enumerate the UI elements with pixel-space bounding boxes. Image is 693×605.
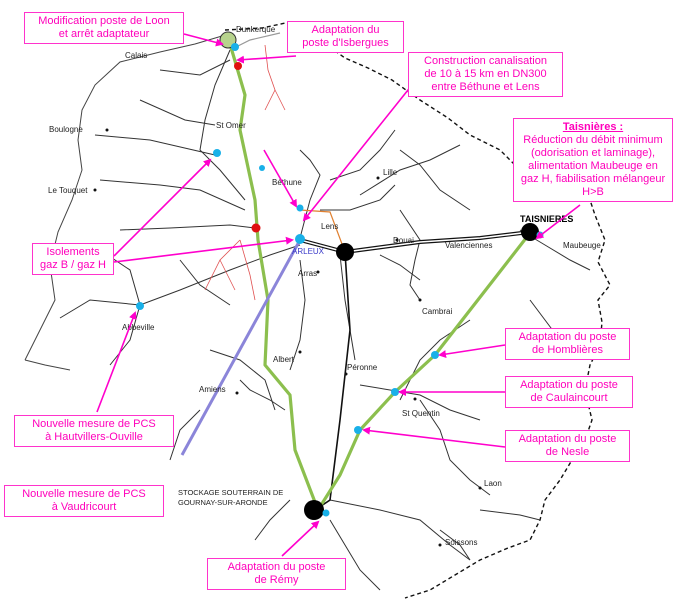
node-homblieres[interactable] [431, 351, 439, 359]
node-isbergues[interactable] [259, 165, 265, 171]
callout-nesle-line-1: Adaptation du poste [518, 433, 617, 445]
node-arleux[interactable] [295, 234, 305, 244]
callout-canalisation-line-1: Construction canalisation [424, 55, 547, 67]
label-st-quentin: St Quentin [402, 409, 440, 418]
callout-taisnieres-line-1: Réduction du débit minimum [523, 134, 663, 146]
node-red-1[interactable] [234, 62, 242, 70]
callout-canalisation-line-2: de 10 à 15 km en DN300 [424, 68, 547, 80]
hub-taisnieres[interactable] [521, 223, 539, 241]
callout-isbergues-line-1: Adaptation du [311, 24, 380, 36]
label-soissons: Soissons [445, 538, 477, 547]
node-st-omer[interactable] [213, 149, 221, 157]
callout-homblieres: Adaptation du poste de Homblières [505, 328, 630, 360]
callout-remy: Adaptation du poste de Rémy [207, 558, 346, 590]
callout-taisnieres-line-3: alimentation Maubeuge en [528, 160, 658, 172]
callout-canalisation-line-3: entre Béthune et Lens [431, 81, 540, 93]
callout-caulaincourt: Adaptation du poste de Caulaincourt [505, 376, 633, 408]
label-arras: Arras [298, 269, 317, 278]
callout-caulaincourt-line-2: de Caulaincourt [530, 392, 608, 404]
callout-taisnieres-line-4: gaz H, fiabilisation mélangeur [520, 173, 666, 185]
callout-homblieres-line-2: de Homblières [532, 344, 603, 356]
node-caulaincourt[interactable] [391, 388, 399, 396]
red-network-lines [204, 44, 286, 301]
callout-homblieres-line-1: Adaptation du poste [518, 331, 617, 343]
label-st-omer: St Omer [216, 121, 246, 130]
callout-loon-line-2: et arrêt adaptateur [58, 28, 150, 40]
callout-taisnieres-line-5: H>B [582, 186, 604, 198]
callout-taisnieres: Taisnières : Réduction du débit minimum … [513, 118, 673, 202]
callout-vaudricourt-line-2: à Vaudricourt [51, 501, 117, 513]
label-valenciennes: Valenciennes [445, 241, 492, 250]
callout-arrows [96, 33, 581, 557]
callout-nesle-line-2: de Nesle [545, 446, 590, 458]
callout-isbergues: Adaptation du poste d'Isbergues [287, 21, 404, 53]
node-remy[interactable] [322, 509, 330, 517]
node-red-2[interactable] [251, 223, 261, 233]
callout-caulaincourt-line-1: Adaptation du poste [520, 379, 618, 391]
callout-taisnieres-line-2: (odorisation et laminage), [530, 147, 656, 159]
callout-canalisation: Construction canalisation de 10 à 15 km … [408, 52, 563, 97]
label-abbeville: Abbeville [122, 323, 155, 332]
label-cambrai: Cambrai [422, 307, 452, 316]
label-dunkerque: Dunkerque [236, 25, 276, 34]
callout-remy-line-1: Adaptation du poste [227, 561, 326, 573]
label-le-touquet: Le Touquet [48, 186, 88, 195]
region-border [224, 21, 611, 599]
hub-lens[interactable] [336, 243, 354, 261]
network-nodes [136, 31, 544, 520]
callout-hautvillers: Nouvelle mesure de PCS à Hautvillers-Ouv… [14, 415, 174, 447]
label-arleux: ARLEUX [292, 247, 325, 256]
label-peronne: Péronne [347, 363, 378, 372]
storage-label-line-2: GOURNAY-SUR-ARONDE [178, 498, 268, 507]
callout-isbergues-line-2: poste d'Isbergues [302, 37, 389, 49]
purple-line [180, 239, 302, 456]
node-bethune[interactable] [296, 204, 304, 212]
label-lille: Lille [383, 168, 398, 177]
hub-gournay[interactable] [304, 500, 324, 520]
label-maubeuge: Maubeuge [563, 241, 601, 250]
callout-isolements-line-1: Isolements [46, 246, 100, 258]
node-dunkerque[interactable] [231, 43, 239, 51]
green-conversion-line [228, 43, 532, 512]
trunk-pipelines [229, 32, 531, 511]
label-lens: Lens [321, 222, 338, 231]
callout-isolements: Isolements gaz B / gaz H [32, 243, 114, 275]
city-dots [93, 128, 482, 547]
callout-hautvillers-line-1: Nouvelle mesure de PCS [32, 418, 156, 430]
label-douai: Douai [393, 236, 414, 245]
label-laon: Laon [484, 479, 502, 488]
callout-loon-line-1: Modification poste de Loon [38, 15, 170, 27]
callout-nesle: Adaptation du poste de Nesle [505, 430, 630, 462]
callout-remy-line-2: de Rémy [254, 574, 299, 586]
callout-taisnieres-title: Taisnières : [562, 121, 624, 133]
label-boulogne: Boulogne [49, 125, 83, 134]
label-bethune: Béthune [272, 178, 302, 187]
label-albert: Albert [273, 355, 295, 364]
node-nesle[interactable] [354, 426, 362, 434]
coastline [24, 35, 223, 361]
callout-vaudricourt-line-1: Nouvelle mesure de PCS [22, 488, 146, 500]
label-calais: Calais [125, 51, 147, 60]
node-abbeville[interactable] [136, 302, 144, 310]
coastline-south [24, 359, 71, 371]
callout-hautvillers-line-2: à Hautvillers-Ouville [45, 431, 143, 443]
callout-vaudricourt: Nouvelle mesure de PCS à Vaudricourt [4, 485, 164, 517]
label-amiens: Amiens [199, 385, 226, 394]
storage-label-line-1: STOCKAGE SOUTERRAIN DE [178, 488, 283, 497]
label-taisnieres: TAISNIERES [520, 214, 573, 224]
callout-isolements-line-2: gaz B / gaz H [39, 259, 107, 271]
callout-loon: Modification poste de Loon et arrêt adap… [24, 12, 184, 44]
gas-network-lines [59, 49, 591, 591]
